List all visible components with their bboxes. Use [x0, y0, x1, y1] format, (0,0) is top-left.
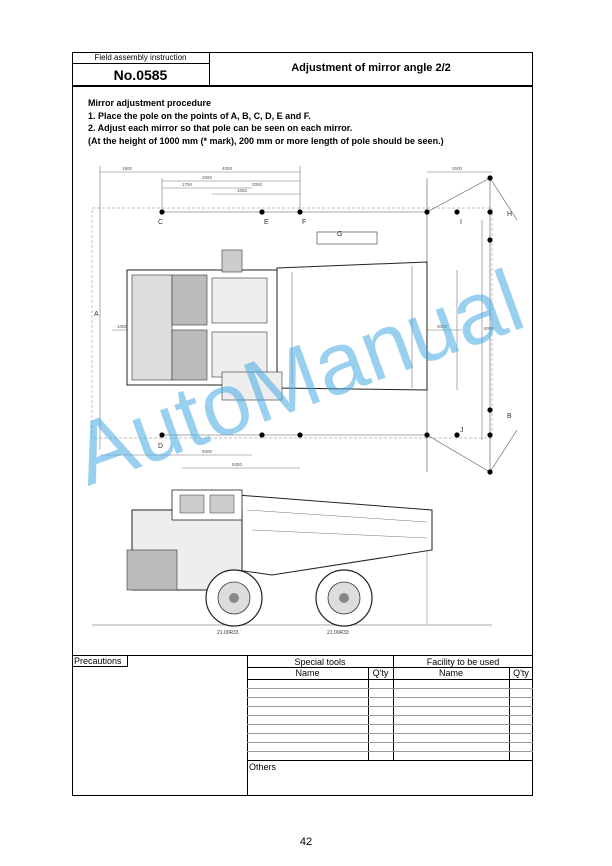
vehicle-envelope — [91, 207, 493, 439]
instruction-category: Field assembly instruction — [94, 53, 187, 62]
facility-name-header: Name — [438, 668, 463, 678]
tools-name-header: Name — [295, 668, 320, 678]
table-row-line — [247, 751, 533, 752]
table-subheader-line — [247, 679, 533, 680]
table-row-line — [247, 733, 533, 734]
visibility-lines — [162, 177, 518, 473]
dim-8000: 8000 — [484, 326, 495, 331]
precautions-label-box — [72, 655, 128, 667]
tools-qty-header: Q'ty — [372, 668, 389, 678]
procedure-heading: Mirror adjustment procedure — [88, 98, 212, 108]
instruction-title: Adjustment of mirror angle 2/2 — [291, 62, 451, 74]
mirror-adjustment-drawing: A B C D E F G H I J 1900 4000 2650 1750 … — [91, 166, 518, 636]
content-frame — [72, 86, 533, 796]
point-label-g: G — [337, 231, 342, 238]
table-row-line — [247, 715, 533, 716]
table-row-line — [247, 724, 533, 725]
dim-1900: 1900 — [122, 166, 133, 171]
point-label-b: B — [507, 413, 512, 420]
facility-label: Facility to be used — [426, 657, 500, 667]
point-label-j: J — [460, 427, 464, 434]
header-divider — [209, 52, 210, 86]
dimension-numbers: 1900 4000 2650 1750 2050 1052 2500 1000 … — [117, 166, 495, 467]
dim-6000: 6000 — [202, 449, 213, 454]
dim-1052: 1052 — [237, 188, 248, 193]
table-header-line — [247, 667, 533, 668]
dim-3000: 3000 — [437, 324, 448, 329]
point-label-e: E — [264, 219, 269, 226]
special-tools-label: Special tools — [294, 657, 346, 667]
point-label-a: A — [94, 311, 99, 318]
table-row-line — [247, 706, 533, 707]
table-others-line — [247, 760, 533, 761]
dim-1750: 1750 — [182, 182, 193, 187]
table-divider-tools — [393, 655, 394, 760]
procedure-step-1: 1. Place the pole on the points of A, B,… — [88, 110, 311, 121]
header-box — [72, 52, 533, 86]
tire-label-front: 21.00R33 — [217, 630, 239, 636]
table-divider-facility-qty — [509, 667, 510, 760]
table-row-line — [247, 697, 533, 698]
point-label-c: C — [158, 219, 163, 226]
dim-2050: 2050 — [252, 182, 263, 187]
pole-points — [159, 175, 493, 475]
point-label-h: H — [507, 211, 512, 218]
table-row-line — [247, 688, 533, 689]
point-label-d: D — [158, 443, 163, 450]
dim-2500: 2500 — [452, 166, 463, 171]
table-divider-tools-qty — [368, 667, 369, 760]
truck-top-view — [126, 231, 428, 401]
procedure-block: Mirror adjustment procedure 1. Place the… — [88, 97, 444, 147]
truck-side-view: 21.00R33 21.00R33 — [92, 489, 492, 636]
precautions-label: Precautions — [74, 656, 122, 666]
table-row-line — [247, 742, 533, 743]
point-labels: A B C D E F G H I J — [94, 211, 512, 450]
dim-5300: 5300 — [232, 462, 243, 467]
procedure-step-2: 2. Adjust each mirror so that pole can b… — [88, 123, 353, 133]
tire-label-rear: 21.00R33 — [327, 630, 349, 636]
table-divider-main — [247, 655, 248, 796]
point-label-f: F — [302, 219, 306, 226]
procedure-note: (At the height of 1000 mm (* mark), 200 … — [88, 135, 444, 146]
point-label-i: I — [460, 219, 462, 226]
others-label: Others — [249, 762, 277, 772]
facility-qty-header: Q'ty — [513, 668, 529, 678]
table-top-line — [72, 655, 533, 656]
header-subdivider — [72, 63, 209, 64]
dim-4000: 4000 — [222, 166, 233, 171]
dim-1000: 1000 — [117, 324, 128, 329]
instruction-number: No.0585 — [113, 67, 168, 83]
page-number: 42 — [299, 836, 313, 848]
dim-2650: 2650 — [202, 175, 213, 180]
dimension-lines — [99, 166, 492, 469]
